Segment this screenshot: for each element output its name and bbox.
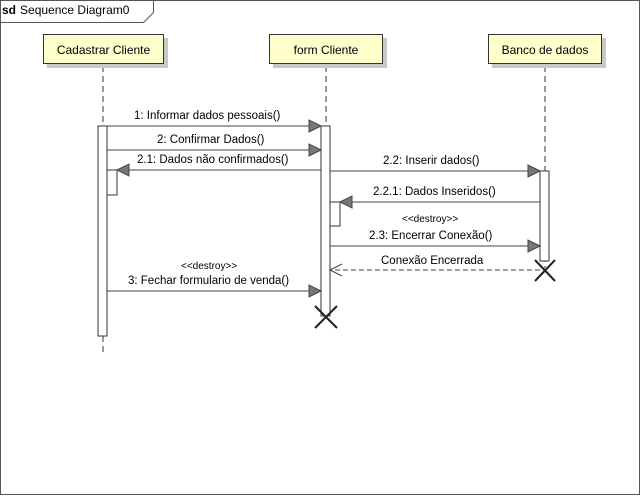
- lifeline-head-banco[interactable]: Banco de dados: [488, 34, 602, 64]
- frame-name: Sequence Diagram0: [20, 3, 130, 17]
- activation-banco: [539, 170, 550, 262]
- lifeline-head-form[interactable]: form Cliente: [269, 34, 383, 64]
- stereotype-m23: <<destroy>>: [402, 214, 459, 225]
- frame-name-tab: [0, 0, 154, 23]
- message-label-m1: 1: Informar dados pessoais(): [134, 110, 281, 122]
- destroy-mark-form-icon: [314, 305, 338, 329]
- message-arrowhead-m23: [527, 239, 542, 253]
- message-label-m23: 2.3: Encerrar Conexão(): [369, 230, 493, 242]
- activation-form-nested: [329, 201, 341, 227]
- lifeline-head-cadastrar[interactable]: Cadastrar Cliente: [43, 34, 164, 64]
- message-label-m2: 2: Confirmar Dados(): [157, 134, 265, 146]
- message-label-m22: 2.2: Inserir dados(): [383, 155, 480, 167]
- stereotype-m3: <<destroy>>: [181, 261, 238, 272]
- frame-keyword: sd: [2, 3, 17, 17]
- message-arrowhead-m2: [308, 143, 323, 157]
- activation-form: [320, 125, 331, 317]
- message-label-mret: Conexão Encerrada: [381, 255, 484, 267]
- message-arrowhead-m3: [308, 284, 323, 298]
- message-arrowhead-mret: [328, 263, 343, 277]
- message-label-m21: 2.1: Dados não confirmados(): [137, 154, 289, 166]
- activation-cadastrar: [97, 125, 108, 337]
- message-arrowhead-m22: [527, 164, 542, 178]
- message-label-m221: 2.2.1: Dados Inseridos(): [373, 186, 496, 198]
- message-arrowhead-m21: [115, 163, 130, 177]
- destroy-mark-banco-icon: [534, 259, 556, 282]
- message-label-m3: 3: Fechar formulario de venda(): [128, 275, 290, 287]
- message-arrowhead-m1: [308, 119, 323, 133]
- activation-cadastrar-self: [106, 169, 118, 196]
- message-arrowhead-m221: [338, 195, 353, 209]
